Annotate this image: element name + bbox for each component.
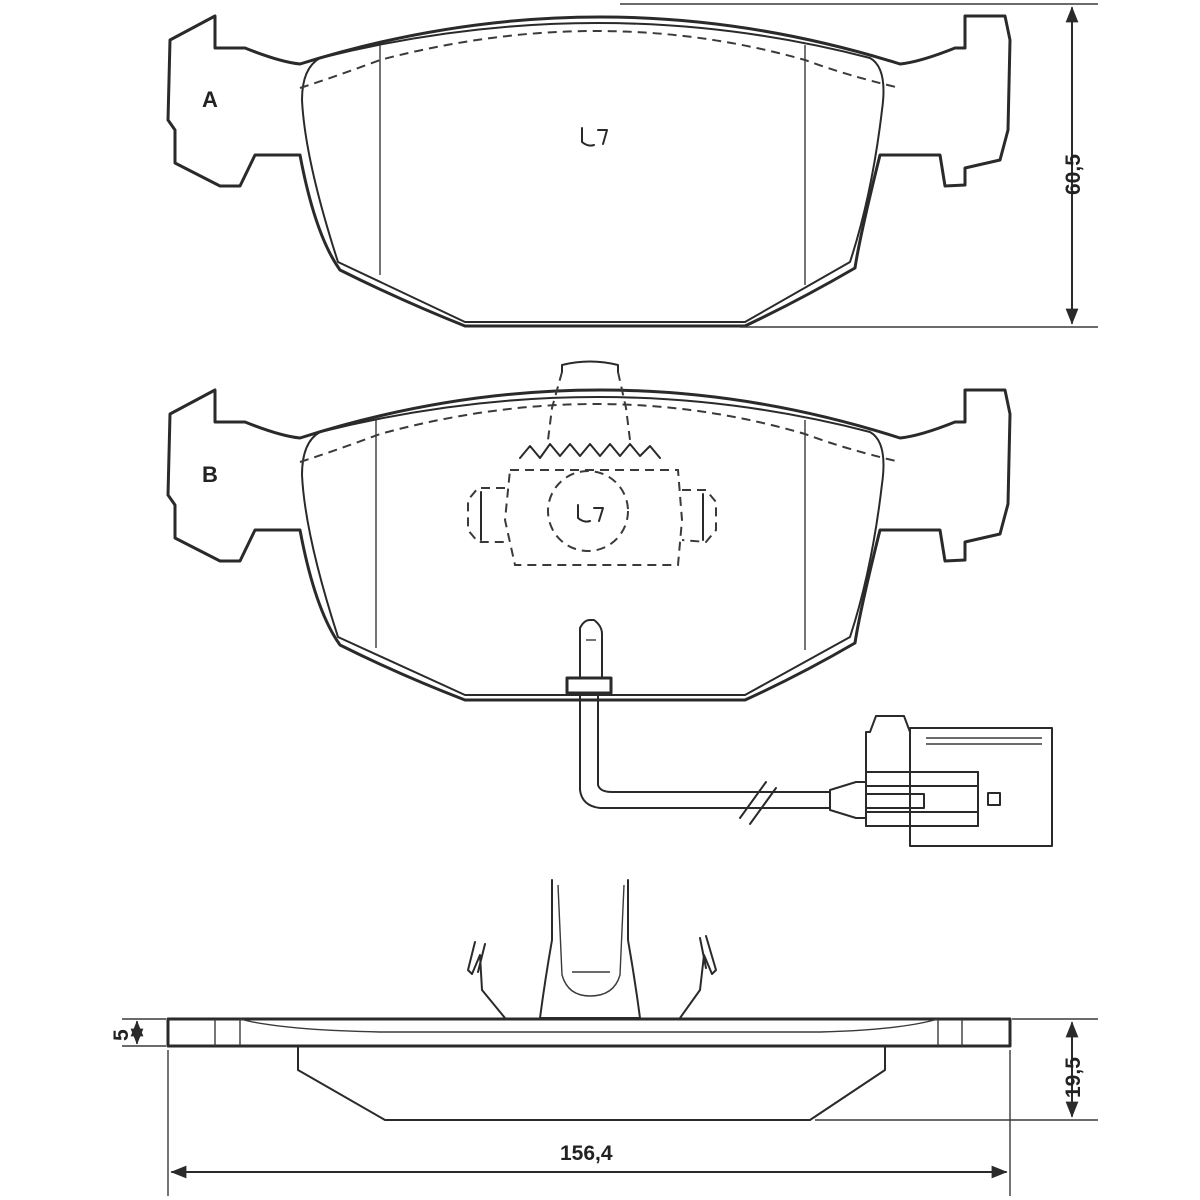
view-b-cable-sleeve — [829, 781, 867, 819]
view-b-sensor-cable-inner — [597, 692, 831, 793]
total-thickness-label: 19,5 — [1062, 1057, 1085, 1098]
view-b-label: B — [202, 462, 218, 487]
plate-thickness-label: 5 — [110, 1029, 133, 1041]
view-b-backing-plate — [166, 388, 1012, 702]
view-b-cable-break-mark — [739, 781, 777, 825]
height-dimension: 60,5 — [620, 3, 1098, 328]
view-b-sensor-cable — [579, 692, 831, 809]
side-view-clip-body — [539, 879, 641, 1019]
view-b-sensor-connector — [865, 715, 1053, 847]
side-view-clip-inner — [557, 884, 625, 997]
view-b-clip-spring — [547, 371, 631, 441]
view-b-friction-pad — [301, 396, 885, 696]
view-b-sensor-probe — [579, 619, 603, 679]
side-view-friction-block — [297, 1045, 886, 1121]
view-a-direction-mark — [581, 127, 608, 147]
width-dimension-label: 156,4 — [560, 1142, 613, 1165]
side-view-plate-bevel — [239, 1018, 939, 1033]
view-a-wear-line — [299, 30, 901, 89]
view-b-pad: B — [166, 360, 1053, 847]
side-view-spring-left — [467, 941, 506, 1019]
view-a-friction-pad — [301, 22, 885, 323]
side-view-spring-right — [679, 935, 717, 1019]
view-a-label: A — [202, 87, 218, 112]
view-b-direction-mark — [577, 504, 604, 523]
height-dimension-label: 60,5 — [1062, 154, 1085, 195]
side-view: 5 19,5 156,4 — [110, 879, 1098, 1196]
view-b-piston-circle — [547, 470, 629, 552]
view-b-wear-line — [299, 403, 901, 463]
view-b-sensor-mount — [565, 676, 613, 695]
view-a-backing-plate — [166, 14, 1012, 328]
view-b-spring-left-ear — [467, 487, 505, 543]
view-b-spring-clip-outline — [503, 469, 684, 566]
view-b-clip-tab — [561, 360, 619, 373]
view-b-clip-teeth — [519, 443, 661, 459]
view-a-pad: A — [166, 14, 1012, 328]
view-b-spring-right-ear — [681, 489, 717, 544]
